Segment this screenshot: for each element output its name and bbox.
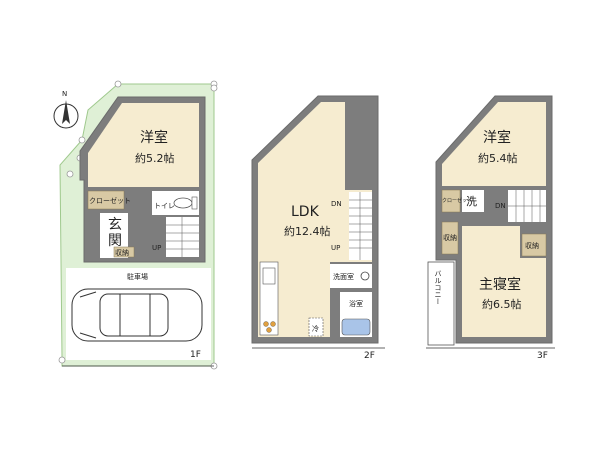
parking-label: 駐車場 (127, 272, 148, 281)
room-name-western-1f: 洋室 (140, 129, 168, 146)
floor-label-3f: 3F (537, 351, 548, 361)
room-western-3f (442, 102, 546, 186)
fridge (308, 317, 324, 337)
room-name-master: 主寝室 (479, 276, 521, 293)
floor-label-2f: 2F (364, 351, 375, 361)
room-name-ldk: LDK (291, 204, 320, 220)
stove-icon (263, 321, 276, 333)
floor-3f: 洋室 約5.4帖 クローゼット 洗 DN 収納 収納 主寝室 約6.5帖 バルコ… (426, 95, 555, 361)
closet-label-1f: クローゼット (89, 196, 131, 205)
balcony (427, 261, 455, 346)
wash-label-3f: 洗 (466, 195, 477, 208)
sink-icon (262, 267, 276, 285)
room-western-1f (88, 103, 199, 187)
room-name-western-3f: 洋室 (483, 129, 511, 146)
bath-label-2f: 浴室 (349, 299, 363, 308)
stairs-2f (349, 192, 372, 260)
stairs-1f (166, 217, 199, 257)
floor-1f: N 洋室 約5.2帖 クロ (53, 80, 218, 370)
stairs-lines-3f (508, 190, 546, 222)
dn-label-2f: DN (331, 200, 342, 208)
room-ldk (258, 102, 372, 337)
storage-label-1f: 収納 (115, 248, 129, 257)
entrance-label-1: 玄 (108, 216, 122, 233)
room-area-western-3f: 約5.4帖 (478, 151, 518, 165)
storage-right-label-3f: 収納 (525, 241, 539, 250)
floor-2f: LDK 約12.4帖 DN UP 洗面室 浴室 冷 2F (251, 95, 385, 361)
storage-1f (113, 246, 135, 258)
storage-right-3f (521, 233, 547, 257)
closet-3f (441, 189, 461, 213)
room-area-ldk: 約12.4帖 (284, 224, 331, 238)
bathtub-icon (341, 318, 371, 336)
stairs-lines-2f (349, 192, 372, 260)
north-compass-icon: N (53, 90, 79, 129)
car-icon (71, 288, 203, 342)
dn-label-3f: DN (495, 202, 506, 210)
room-area-western-1f: 約5.2帖 (135, 151, 175, 165)
entrance-label-2: 関 (108, 233, 122, 249)
toilet-label-1f: トイレ (154, 202, 175, 210)
up-label-2f: UP (331, 244, 340, 252)
storage-left-3f (441, 221, 459, 255)
closet-label-3f: クローゼット (442, 197, 472, 204)
balcony-label: バルコニー (434, 270, 442, 305)
north-label: N (62, 90, 67, 98)
storage-left-label-3f: 収納 (443, 233, 457, 242)
wash-area-3f (462, 190, 484, 212)
toilet-icon (173, 197, 193, 209)
room-area-master: 約6.5帖 (482, 297, 522, 311)
up-label-1f: UP (152, 244, 161, 252)
closet-1f (87, 190, 125, 210)
room-master (462, 226, 546, 337)
washroom-label-2f: 洗面室 (333, 272, 354, 281)
stairs-lines-1f (166, 217, 199, 257)
floor-label-1f: 1F (190, 350, 201, 360)
washing-machine-icon (360, 271, 370, 281)
fridge-label: 冷 (312, 324, 319, 333)
